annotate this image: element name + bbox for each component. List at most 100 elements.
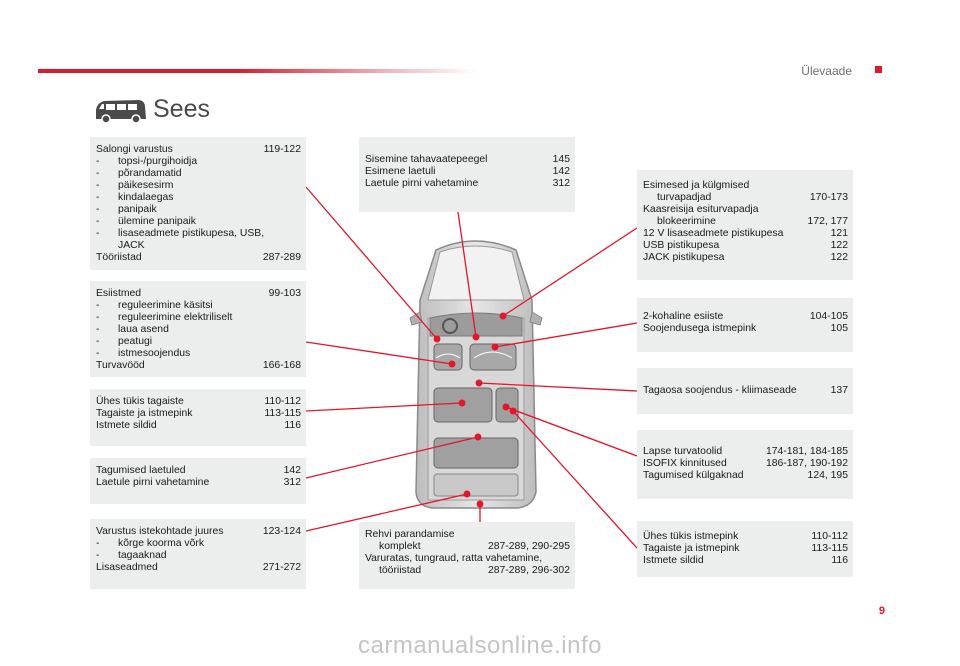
entry-label: turvapadjad — [657, 192, 712, 203]
section-marker — [875, 66, 882, 73]
index-entry: 2-kohaline esiiste 104-105 — [643, 311, 848, 323]
page-reference: 142 — [552, 166, 570, 177]
entry-label: Laetule pirni vahetamine — [365, 178, 479, 189]
page-reference: 121 — [830, 228, 848, 239]
entry-heading: Varuratas, tungraud, ratta vahetamine, — [365, 553, 543, 564]
page-reference: 116 — [831, 555, 848, 566]
page-reference: 113-115 — [264, 408, 301, 419]
entry-label: Tagumised külgaknad — [643, 470, 744, 481]
page-reference: 172, 177 — [807, 216, 848, 227]
entry-label: Esiistmed — [96, 288, 142, 299]
page-reference: 110-112 — [811, 531, 848, 542]
index-entry: Turvavööd 166-168 — [96, 360, 301, 372]
index-entry: ISOFIX kinnitused 186-187, 190-192 — [643, 458, 848, 470]
index-entry: Tagaiste ja istmepink 113-115 — [643, 543, 848, 555]
entry-label: 12 V lisaseadmete pistikupesa — [643, 228, 784, 239]
index-entry: Lisaseadmed 271-272 — [96, 562, 301, 574]
sub-entry: lisaseadmete pistikupesa, USB, — [96, 228, 301, 240]
index-entry: Tagaosa soojendus - kliimaseade 137 — [643, 385, 848, 397]
index-entry: blokeerimine 172, 177 — [643, 216, 848, 228]
index-entry: tööriistad 287-289, 296-302 — [365, 565, 570, 577]
entry-label: Laetule pirni vahetamine — [96, 477, 210, 488]
page-reference: 186-187, 190-192 — [765, 458, 848, 469]
entry-label: 2-kohaline esiiste — [643, 311, 724, 322]
entry-label: tööriistad — [379, 565, 422, 576]
entry-label: Turvavööd — [96, 360, 145, 371]
page-reference: 142 — [283, 465, 301, 476]
entry-label: komplekt — [379, 541, 421, 552]
entry-label: USB pistikupesa — [643, 240, 720, 251]
page-reference: 119-122 — [263, 144, 301, 155]
sub-entry: peatugi — [96, 336, 301, 348]
info-box-load-equipment: Varustus istekohtade juures123-124kõrge … — [90, 519, 306, 589]
sub-entry: istmesoojendus — [96, 348, 301, 360]
page-reference: 137 — [830, 385, 848, 396]
index-entry: Tagumised külgaknad 124, 195 — [643, 470, 848, 482]
page-reference: 99-103 — [268, 288, 301, 299]
entry-label: Varustus istekohtade juures — [96, 526, 224, 537]
entry-label: Tagumised laetuled — [96, 465, 186, 476]
entry-label: Istmete sildid — [643, 555, 704, 566]
van-icon — [96, 100, 146, 124]
page-reference: 287-289, 290-295 — [487, 541, 570, 552]
index-entry: Istmete sildid 116 — [643, 555, 848, 567]
entry-label: Tagaiste ja istmepink — [96, 408, 193, 419]
page-reference: 124, 195 — [807, 470, 848, 481]
index-entry: Tagaiste ja istmepink 113-115 — [96, 408, 301, 420]
index-entry: Esimene laetuli 142 — [365, 166, 570, 178]
watermark: carmanualsonline.info — [358, 632, 602, 659]
entry-label: Sisemine tahavaatepeegel — [365, 154, 488, 165]
entry-label: Lisaseadmed — [96, 562, 158, 573]
page-title: Sees — [153, 95, 210, 123]
entry-label: Tagaiste ja istmepink — [643, 543, 740, 554]
index-entry: Esiistmed 99-103 — [96, 288, 301, 300]
page-reference: 174-181, 184-185 — [765, 446, 848, 457]
sub-entry: kõrge koorma võrk — [96, 538, 301, 550]
sub-entry: päikesesirm — [96, 180, 301, 192]
page-reference: 113-115 — [811, 543, 848, 554]
index-entry: Ühes tükis istmepink 110-112 — [643, 531, 848, 543]
entry-label: Esimene laetuli — [365, 166, 436, 177]
sub-entry: kindalaegas — [96, 192, 301, 204]
sub-entry: panipaik — [96, 204, 301, 216]
page-reference: 271-272 — [262, 562, 301, 573]
entry-label: Ühes tükis istmepink — [643, 531, 739, 542]
entry-label: Salongi varustus — [96, 144, 173, 155]
page-reference: 312 — [283, 477, 301, 488]
page-reference: 312 — [552, 178, 570, 189]
page-number: 9 — [878, 605, 885, 617]
entry-label: Ühes tükis tagaiste — [96, 396, 184, 407]
page-reference: 104-105 — [809, 311, 848, 322]
info-box-rear-heating: Tagaosa soojendus - kliimaseade 137 — [637, 368, 853, 414]
entry-label: Tagaosa soojendus - kliimaseade — [643, 385, 797, 396]
page-reference: 166-168 — [262, 360, 301, 371]
page-reference: 145 — [552, 154, 570, 165]
entry-heading: Esimesed ja külgmised — [643, 180, 750, 191]
page-reference: 105 — [830, 323, 848, 334]
index-entry: Tagumised laetuled 142 — [96, 465, 301, 477]
entry-label: blokeerimine — [657, 216, 716, 227]
page-reference: 287-289, 296-302 — [487, 565, 570, 576]
entry-label: JACK pistikupesa — [643, 252, 725, 263]
entry-label: Istmete sildid — [96, 420, 157, 431]
index-entry: Laetule pirni vahetamine 312 — [96, 477, 301, 489]
sub-entry: topsi-/purgihoidja — [96, 156, 301, 168]
page-reference: 116 — [284, 420, 301, 431]
entry-label: ISOFIX kinnitused — [643, 458, 727, 469]
page-reference: 287-289 — [262, 252, 301, 263]
index-entry: Laetule pirni vahetamine 312 — [365, 178, 570, 190]
sub-entry: reguleerimine käsitsi — [96, 300, 301, 312]
index-entry: Istmete sildid 116 — [96, 420, 301, 432]
